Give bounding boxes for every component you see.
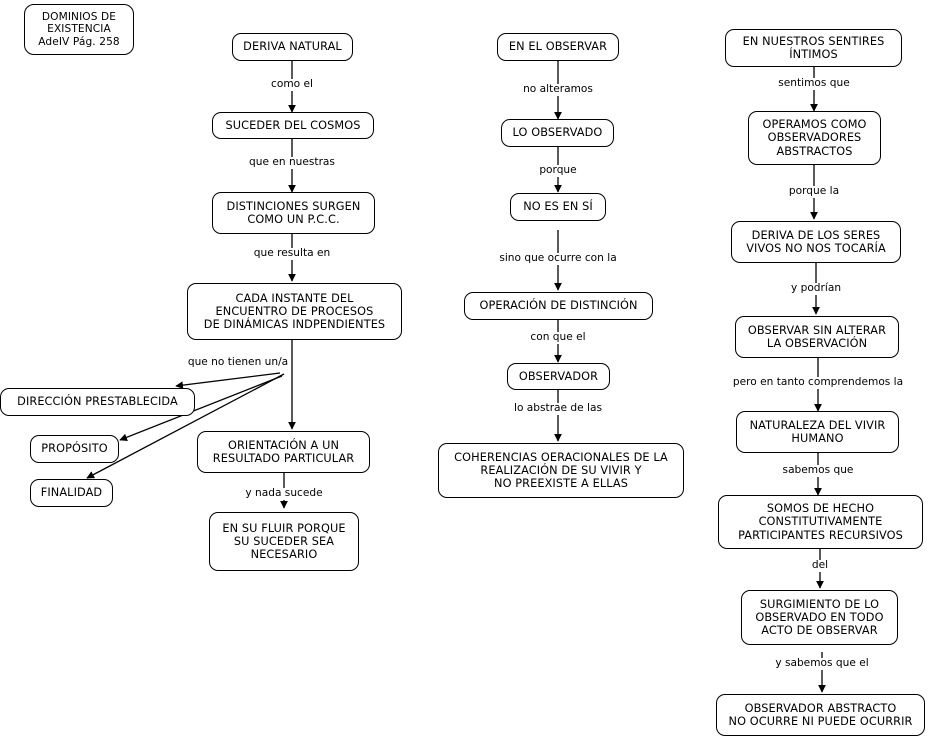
- edge-fan-to-direccion: [175, 372, 281, 389]
- node-observador[interactable]: OBSERVADOR: [507, 363, 610, 390]
- edge-label-que-no-tienen-una: que no tienen un/a: [185, 356, 291, 369]
- title-box: DOMINIOS DE EXISTENCIA AdeIV Pág. 258: [24, 4, 134, 55]
- node-lo-observado[interactable]: LO OBSERVADO: [501, 119, 614, 147]
- edge-label-porque-la: porque la: [786, 185, 842, 198]
- node-deriva-seres-vivos[interactable]: DERIVA DE LOS SERES VIVOS NO NOS TOCARÍA: [731, 221, 901, 263]
- node-operacion-de-distincion[interactable]: OPERACIÓN DE DISTINCIÓN: [464, 292, 653, 320]
- edge-label-sabemos-que: sabemos que: [780, 464, 856, 477]
- node-cada-instante[interactable]: CADA INSTANTE DEL ENCUENTRO DE PROCESOS …: [187, 283, 402, 340]
- edge-label-con-que-el: con que el: [528, 331, 588, 344]
- node-observador-abstracto[interactable]: OBSERVADOR ABSTRACTO NO OCURRE NI PUEDE …: [716, 694, 925, 736]
- node-en-el-observar[interactable]: EN EL OBSERVAR: [497, 33, 619, 61]
- node-en-nuestros-sentires[interactable]: EN NUESTROS SENTIRES ÍNTIMOS: [725, 29, 902, 67]
- node-orientacion-resultado[interactable]: ORIENTACIÓN A UN RESULTADO PARTICULAR: [197, 431, 370, 473]
- node-direccion-prestablecida[interactable]: DIRECCIÓN PRESTABLECIDA: [0, 388, 195, 416]
- node-deriva-natural[interactable]: DERIVA NATURAL: [232, 33, 353, 61]
- edge-label-porque: porque: [537, 164, 579, 177]
- edge-label-lo-abstrae-de-las: lo abstrae de las: [512, 402, 604, 415]
- edge-label-que-en-nuestras: que en nuestras: [247, 156, 337, 169]
- node-finalidad[interactable]: FINALIDAD: [30, 479, 113, 507]
- edge-label-pero-en-tanto: pero en tanto comprendemos la: [730, 376, 906, 389]
- node-observar-sin-alterar[interactable]: OBSERVAR SIN ALTERAR LA OBSERVACIÓN: [735, 316, 899, 358]
- edge-label-sino-que-ocurre: sino que ocurre con la: [497, 252, 619, 265]
- node-coherencias-oeracionales[interactable]: COHERENCIAS OERACIONALES DE LA REALIZACI…: [438, 443, 684, 498]
- node-en-su-fluir[interactable]: EN SU FLUIR PORQUE SU SUCEDER SEA NECESA…: [209, 512, 359, 571]
- edge-label-como-el: como el: [269, 78, 315, 91]
- node-somos-de-hecho[interactable]: SOMOS DE HECHO CONSTITUTIVAMENTE PARTICI…: [718, 495, 923, 549]
- node-suceder-del-cosmos[interactable]: SUCEDER DEL COSMOS: [212, 112, 374, 139]
- edge-label-que-resulta-en: que resulta en: [251, 247, 333, 260]
- node-naturaleza-vivir-humano[interactable]: NATURALEZA DEL VIVIR HUMANO: [736, 411, 899, 453]
- edge-label-no-alteramos: no alteramos: [521, 83, 595, 96]
- edge-label-y-podrian: y podrían: [788, 282, 844, 295]
- node-distinciones-surgen[interactable]: DISTINCIONES SURGEN COMO UN P.C.C.: [212, 192, 375, 234]
- node-surgimiento-observado[interactable]: SURGIMIENTO DE LO OBSERVADO EN TODO ACTO…: [741, 590, 898, 645]
- node-operamos-como-observadores[interactable]: OPERAMOS COMO OBSERVADORES ABSTRACTOS: [748, 111, 881, 165]
- edge-label-y-nada-sucede: y nada sucede: [243, 487, 325, 500]
- edge-label-sentimos-que: sentimos que: [776, 77, 852, 90]
- edge-label-del: del: [809, 559, 831, 572]
- node-proposito[interactable]: PROPÓSITO: [30, 435, 119, 463]
- node-no-es-en-si[interactable]: NO ES EN SÍ: [510, 193, 606, 221]
- edge-label-y-sabemos-que-el: y sabemos que el: [773, 657, 871, 670]
